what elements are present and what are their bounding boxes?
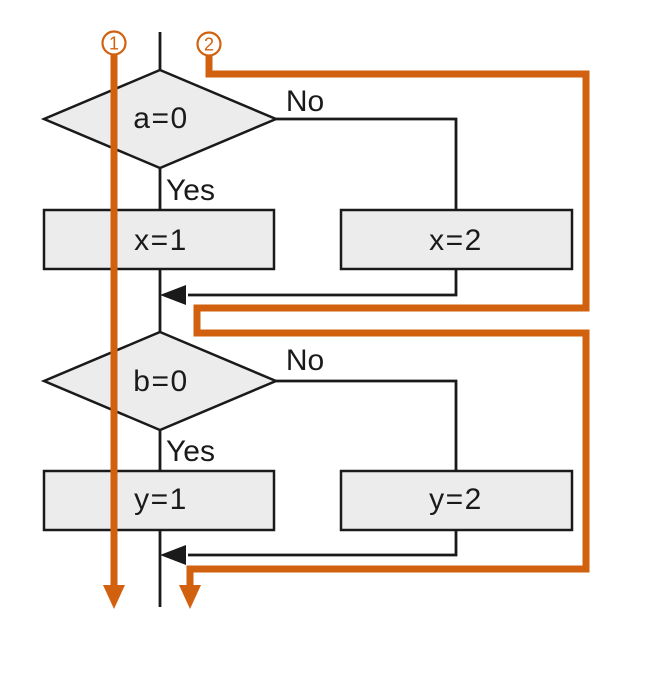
path2-arrowhead-icon — [179, 585, 201, 609]
no-branch-a-line — [188, 117, 458, 297]
path1-arrowhead-icon — [103, 585, 125, 609]
process-y1-box — [42, 469, 276, 532]
decision-a-diamond — [40, 68, 280, 170]
yes-label-a: Yes — [166, 174, 215, 207]
path1-marker-number: 1 — [109, 34, 119, 54]
merge-arrow-a-icon — [160, 285, 186, 305]
no-branch-b-line — [188, 379, 458, 557]
path2-marker-circle — [196, 31, 222, 57]
process-x1-label: x=1 — [134, 224, 188, 257]
decision-b-diamond — [40, 330, 280, 432]
decision-a-label: a=0 — [133, 102, 188, 135]
path2-marker-number: 2 — [204, 35, 214, 55]
path1-marker-circle — [101, 30, 127, 56]
process-y1-label: y=1 — [134, 483, 188, 516]
process-x1-box — [42, 208, 276, 271]
path2-line — [186, 55, 590, 586]
process-y2-label: y=2 — [429, 483, 483, 516]
decision-b-label: b=0 — [133, 365, 188, 398]
merge-arrow-b-icon — [160, 545, 186, 565]
process-x2-label: x=2 — [429, 224, 483, 257]
yes-label-b: Yes — [166, 435, 215, 468]
no-label-a: No — [286, 85, 324, 118]
process-x2-box — [339, 208, 574, 271]
process-y2-box — [339, 469, 574, 532]
no-label-b: No — [286, 344, 324, 377]
